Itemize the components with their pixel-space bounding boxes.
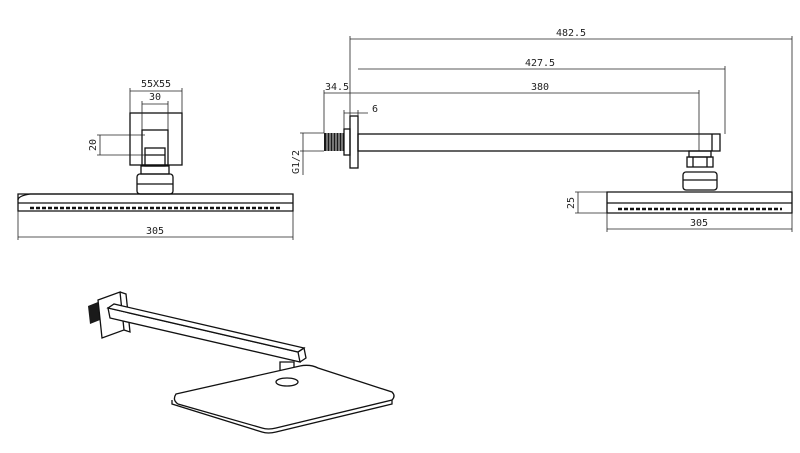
dim-flange-height: 20	[88, 139, 99, 151]
dim-head-width-front: 305	[146, 226, 164, 237]
front-view: 55X55 30 20 305	[17, 79, 294, 240]
dim-arm-span: 380	[531, 82, 549, 93]
dim-arm-length: 427.5	[525, 58, 555, 69]
isometric-view	[88, 291, 395, 434]
iso-shower-head	[173, 364, 395, 430]
dim-arm-offset: 34.5	[325, 82, 349, 93]
front-flange	[129, 112, 183, 166]
iso-shower-arm	[107, 307, 301, 363]
shower-arm	[357, 133, 721, 152]
dim-flange-inner: 30	[149, 92, 161, 103]
side-wall-flange	[349, 115, 359, 169]
dim-wall-gap: 6	[372, 104, 378, 115]
dim-thread: G1/2	[291, 150, 302, 174]
side-view: 482.5 427.5 34.5 380 6 G1/2 25 305	[291, 28, 793, 232]
dim-head-thickness: 25	[566, 197, 577, 209]
dim-flange-size: 55X55	[141, 79, 171, 90]
dim-overall-length: 482.5	[556, 28, 586, 39]
dim-head-width-side: 305	[690, 218, 708, 229]
